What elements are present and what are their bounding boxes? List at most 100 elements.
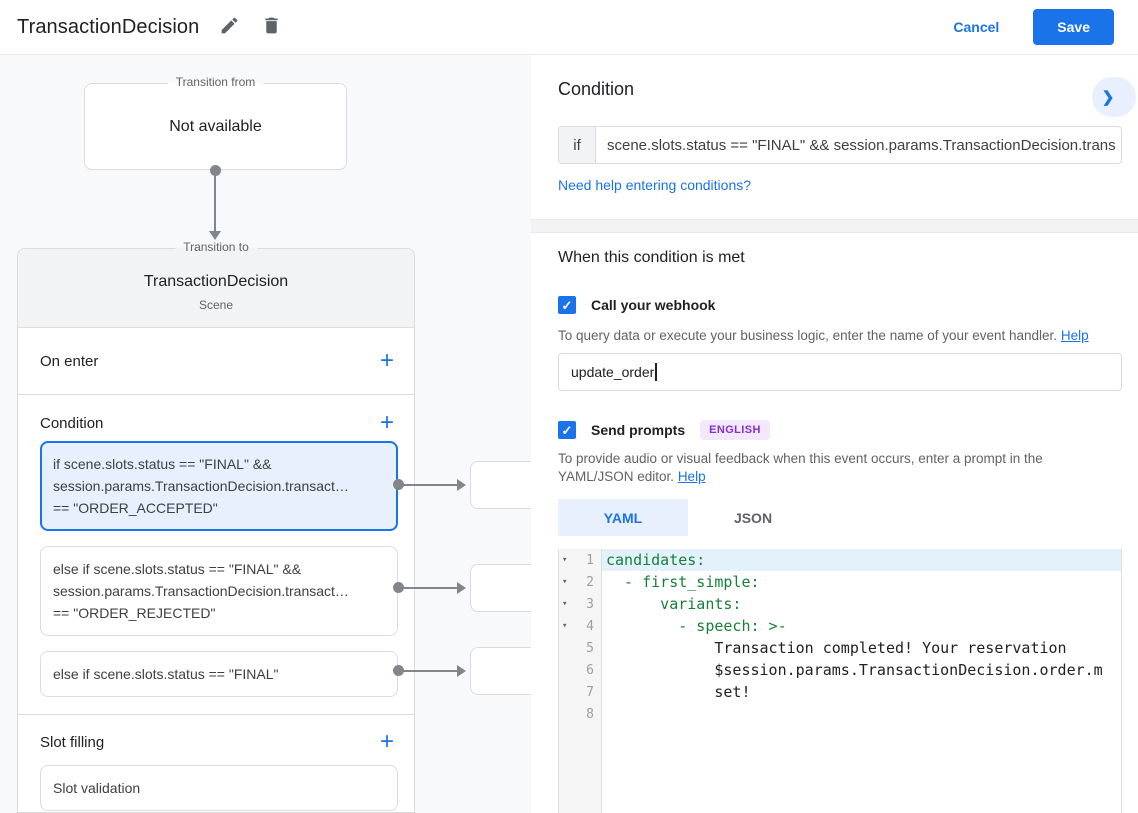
code-line: - first_simple: <box>606 573 760 591</box>
on-enter-label: On enter <box>40 352 99 370</box>
scene-header[interactable]: TransactionDecision Scene <box>18 249 414 328</box>
fold-icon[interactable]: ▾ <box>562 555 568 565</box>
line-number: 3 <box>586 596 594 612</box>
panel-title: Condition <box>558 79 635 99</box>
condition-card-line: else if scene.slots.status == "FINAL" <box>53 666 279 682</box>
condition-card-line: else if scene.slots.status == "FINAL" && <box>53 561 302 577</box>
line-number: 4 <box>586 618 594 634</box>
check-icon: ✓ <box>561 297 573 313</box>
transition-target-node[interactable] <box>470 647 531 695</box>
on-enter-section: On enter + <box>18 328 414 395</box>
webhook-description: To query data or execute your business l… <box>558 328 1089 343</box>
tab-yaml[interactable]: YAML <box>558 499 688 536</box>
scene-title: TransactionDecision <box>143 273 289 290</box>
code-line: candidates: <box>602 549 1121 571</box>
conditions-help-link[interactable]: Need help entering conditions? <box>558 177 752 193</box>
arrow-right-icon <box>457 582 466 594</box>
prompts-description: To provide audio or visual feedback when… <box>558 451 1043 484</box>
language-badge: ENGLISH <box>700 420 770 440</box>
condition-card-line: == "ORDER_REJECTED" <box>53 605 216 621</box>
transition-to-label: Transition to <box>175 240 257 254</box>
transition-target-node[interactable] <box>470 564 531 612</box>
app-header: TransactionDecision Cancel Save <box>0 0 1138 55</box>
arrow-right-icon <box>457 665 466 677</box>
add-on-enter-button[interactable]: + <box>379 347 394 374</box>
chevron-right-icon: ❯ <box>1101 89 1115 106</box>
webhook-checkbox[interactable]: ✓ <box>558 296 576 314</box>
transition-from-node[interactable]: Transition from Not available <box>84 75 347 170</box>
line-number: 7 <box>586 684 594 700</box>
code-line: variants: <box>606 595 742 613</box>
line-number: 5 <box>586 640 594 656</box>
webhook-handler-value: update_order <box>571 364 655 380</box>
condition-detail-panel: Condition ❯ if scene.slots.status == "FI… <box>531 55 1138 813</box>
condition-card-line: if scene.slots.status == "FINAL" && <box>53 456 272 472</box>
connector-line <box>398 670 457 672</box>
condition-card-rejected[interactable]: else if scene.slots.status == "FINAL" &&… <box>40 546 398 636</box>
connector-line <box>398 484 457 486</box>
yaml-editor: ▾1 ▾2 ▾3 ▾4 5 6 7 8 candidates: - first_… <box>558 549 1122 813</box>
condition-card-line: session.params.TransactionDecision.trans… <box>53 583 349 599</box>
when-condition-met-title: When this condition is met <box>558 249 745 266</box>
arrow-right-icon <box>457 479 466 491</box>
connector-line <box>214 170 216 231</box>
webhook-help-link[interactable]: Help <box>1060 328 1089 343</box>
panel-divider <box>531 219 1138 233</box>
flow-diagram-panel: Transition from Not available Transition… <box>0 55 531 813</box>
cancel-button[interactable]: Cancel <box>953 19 1000 35</box>
trash-icon <box>261 15 282 39</box>
send-prompts-checkbox[interactable]: ✓ <box>558 421 576 439</box>
condition-section-header: Condition + <box>18 408 414 438</box>
condition-expression-input[interactable]: if scene.slots.status == "FINAL" && sess… <box>558 126 1122 164</box>
transition-from-content: Not available <box>169 117 262 135</box>
code-line: Transaction completed! Your reservation <box>606 639 1067 657</box>
arrow-down-icon <box>209 231 221 240</box>
condition-card-line: session.params.TransactionDecision.trans… <box>53 478 349 494</box>
code-line: $session.params.TransactionDecision.orde… <box>606 661 1103 679</box>
editor-code-area[interactable]: candidates: - first_simple: variants: - … <box>602 549 1121 813</box>
code-line: set! <box>606 683 751 701</box>
transition-from-label: Transition from <box>167 75 264 89</box>
add-slot-button[interactable]: + <box>379 728 394 755</box>
section-divider <box>18 714 414 715</box>
prompts-help-link[interactable]: Help <box>677 469 706 484</box>
transition-to-node: Transition to TransactionDecision Scene … <box>17 240 415 813</box>
delete-scene-button[interactable] <box>259 15 283 39</box>
webhook-checkbox-label: Call your webhook <box>591 297 716 313</box>
connector-line <box>398 587 457 589</box>
text-cursor <box>655 363 657 381</box>
code-line: - speech: >- <box>606 617 787 635</box>
line-number: 1 <box>586 552 594 568</box>
condition-card-accepted[interactable]: if scene.slots.status == "FINAL" && sess… <box>40 441 398 531</box>
condition-card-final[interactable]: else if scene.slots.status == "FINAL" <box>40 651 398 697</box>
slot-validation-card[interactable]: Slot validation <box>40 765 398 811</box>
tab-json[interactable]: JSON <box>733 509 773 526</box>
page-title: TransactionDecision <box>17 15 200 38</box>
slot-filling-label: Slot filling <box>40 733 105 751</box>
condition-label: Condition <box>40 414 104 432</box>
editor-gutter: ▾1 ▾2 ▾3 ▾4 5 6 7 8 <box>559 549 602 813</box>
line-number: 2 <box>586 574 594 590</box>
line-number: 6 <box>586 662 594 678</box>
condition-card-line: == "ORDER_ACCEPTED" <box>53 500 218 516</box>
fold-icon[interactable]: ▾ <box>562 577 568 587</box>
collapse-panel-button[interactable]: ❯ <box>1092 77 1136 117</box>
if-prefix: if <box>559 127 596 163</box>
fold-icon[interactable]: ▾ <box>562 621 568 631</box>
editor-format-tabs: YAML JSON <box>558 499 1122 536</box>
save-button[interactable]: Save <box>1033 9 1114 45</box>
condition-expression-value: scene.slots.status == "FINAL" && session… <box>607 136 1116 154</box>
edit-title-button[interactable] <box>217 15 241 39</box>
add-condition-button[interactable]: + <box>379 409 394 436</box>
check-icon: ✓ <box>561 422 573 438</box>
scene-subtitle: Scene <box>198 298 234 312</box>
code-line <box>602 703 1121 725</box>
slot-validation-label: Slot validation <box>53 780 141 796</box>
fold-icon[interactable]: ▾ <box>562 599 568 609</box>
slot-filling-section-header: Slot filling + <box>18 727 414 757</box>
send-prompts-label: Send prompts <box>591 422 686 438</box>
pencil-icon <box>219 15 240 39</box>
webhook-handler-input[interactable]: update_order <box>558 353 1122 391</box>
transition-target-node[interactable] <box>470 461 531 509</box>
